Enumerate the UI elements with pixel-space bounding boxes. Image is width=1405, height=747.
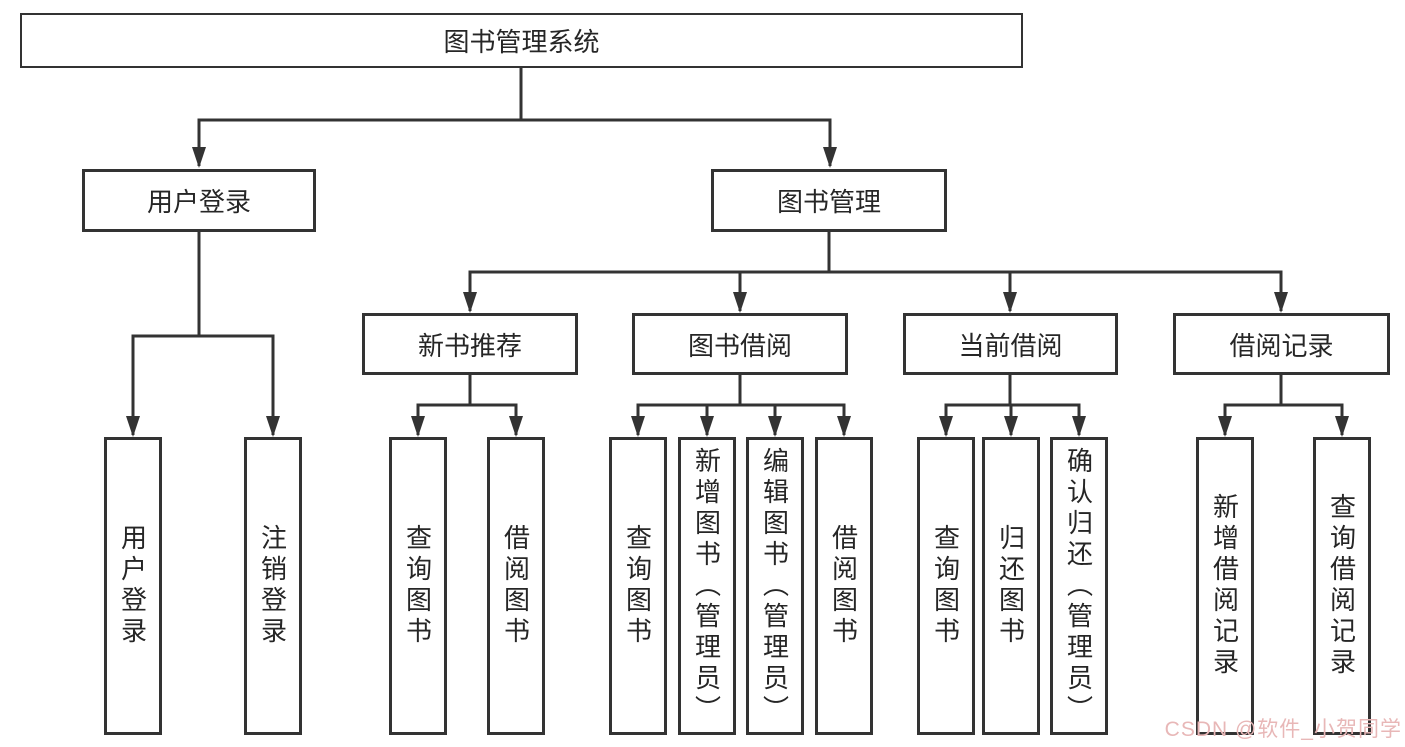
node-borrow-records: 借阅记录 [1173,313,1390,375]
node-book-borrow: 图书借阅 [632,313,848,375]
node-root: 图书管理系统 [20,13,1023,68]
node-current-borrow: 当前借阅 [903,313,1118,375]
leaf-borrow-books-recommend: 借阅图书 [487,437,545,735]
leaf-confirm-return-admin: 确认归还（管理员） [1050,437,1108,735]
leaf-borrow-books: 借阅图书 [815,437,873,735]
leaf-logout: 注销登录 [244,437,302,735]
leaf-query-books-current: 查询图书 [917,437,975,735]
node-book-management: 图书管理 [711,169,947,232]
node-new-book-recommend: 新书推荐 [362,313,578,375]
leaf-add-borrow-record: 新增借阅记录 [1196,437,1254,735]
csdn-watermark: CSDN @软件_小贺同学 [1164,718,1402,741]
leaf-query-books-borrow: 查询图书 [609,437,667,735]
leaf-add-books-admin: 新增图书（管理员） [678,437,736,735]
leaf-query-borrow-record: 查询借阅记录 [1313,437,1371,735]
leaf-query-books-recommend: 查询图书 [389,437,447,735]
leaf-return-books: 归还图书 [982,437,1040,735]
leaf-edit-books-admin: 编辑图书（管理员） [746,437,804,735]
node-user-login: 用户登录 [82,169,316,232]
leaf-user-login: 用户登录 [104,437,162,735]
